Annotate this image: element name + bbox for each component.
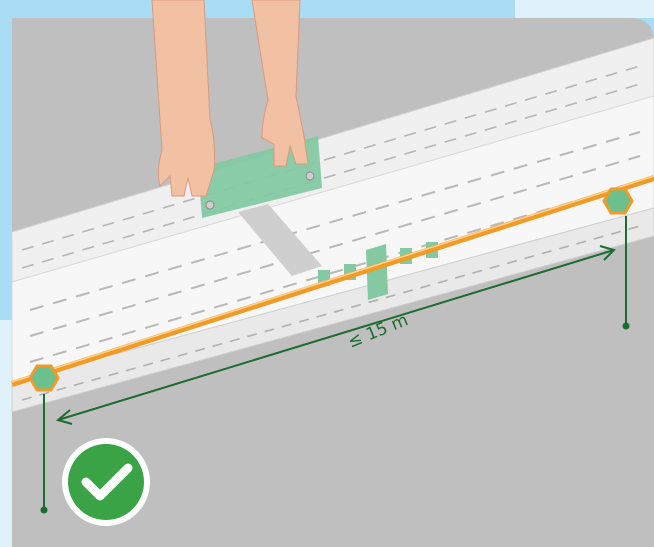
checkmark-badge-icon	[62, 438, 150, 526]
tray-bottom	[11, 95, 654, 383]
hexagon-clamp-icon	[602, 187, 634, 215]
connector-plate-front	[366, 244, 388, 300]
dimension-endpoint	[622, 322, 630, 330]
connector-bolt	[305, 171, 315, 181]
earthing-rod	[11, 175, 654, 387]
tray-front-wall	[11, 207, 654, 413]
dimension-endpoint	[40, 506, 48, 514]
dimension-line	[43, 216, 627, 510]
back-wall-slots	[21, 65, 641, 269]
frame-top-right-panel	[515, 0, 654, 18]
tray-back-wall	[11, 37, 654, 283]
connector-bolt	[205, 200, 215, 210]
tray-joint	[238, 204, 322, 276]
hands-icon	[151, 0, 309, 197]
hexagon-clamp-icon	[28, 364, 60, 392]
connector-plate-back	[198, 136, 322, 218]
earthing-rod-highlight	[11, 175, 654, 383]
frame-left-panel	[0, 320, 12, 547]
